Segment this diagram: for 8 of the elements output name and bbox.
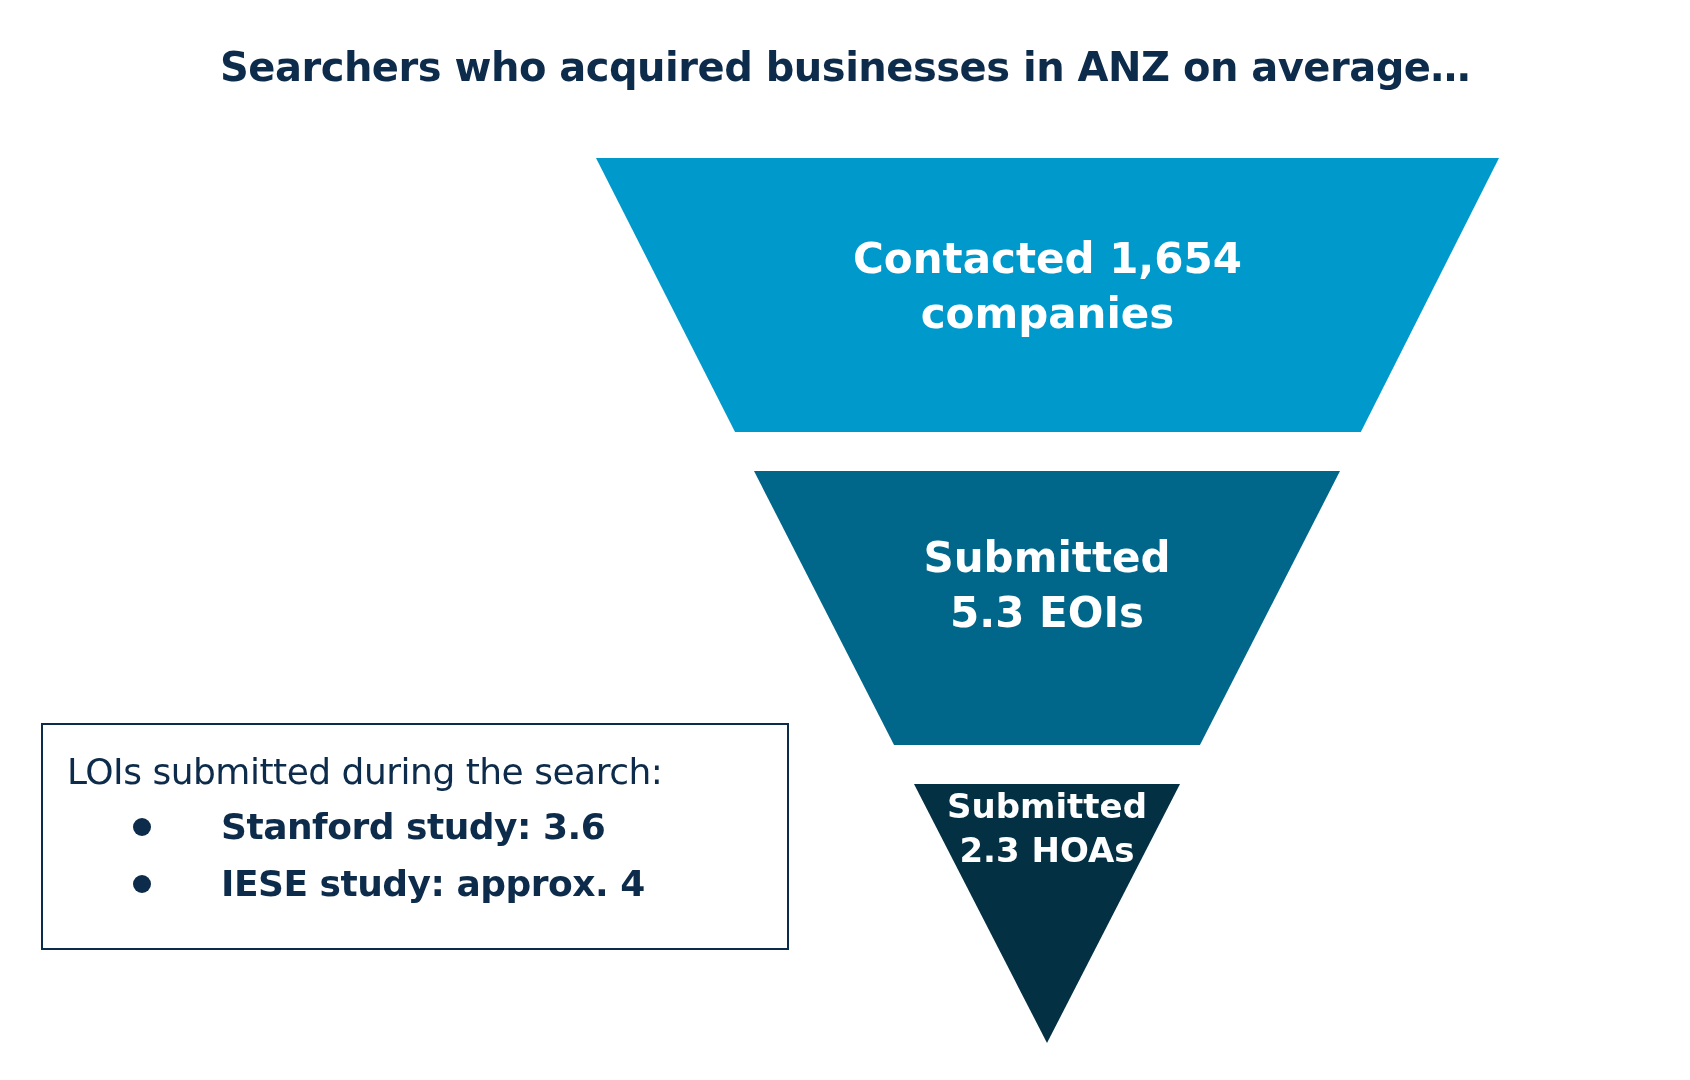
stage-label: Contacted 1,654 companies xyxy=(852,233,1243,340)
note-heading: LOIs submitted during the search: xyxy=(67,751,664,792)
bullet-text: Stanford study: 3.6 xyxy=(221,806,606,847)
stage-label: Submitted 2.3 HOAs xyxy=(946,785,1148,873)
title: Searchers who acquired businesses in ANZ on average… xyxy=(220,44,1470,90)
bullet-text: IESE study: approx. 4 xyxy=(221,863,645,904)
stage-label: Submitted 5.3 EOIs xyxy=(922,532,1172,639)
note-box xyxy=(41,723,789,950)
